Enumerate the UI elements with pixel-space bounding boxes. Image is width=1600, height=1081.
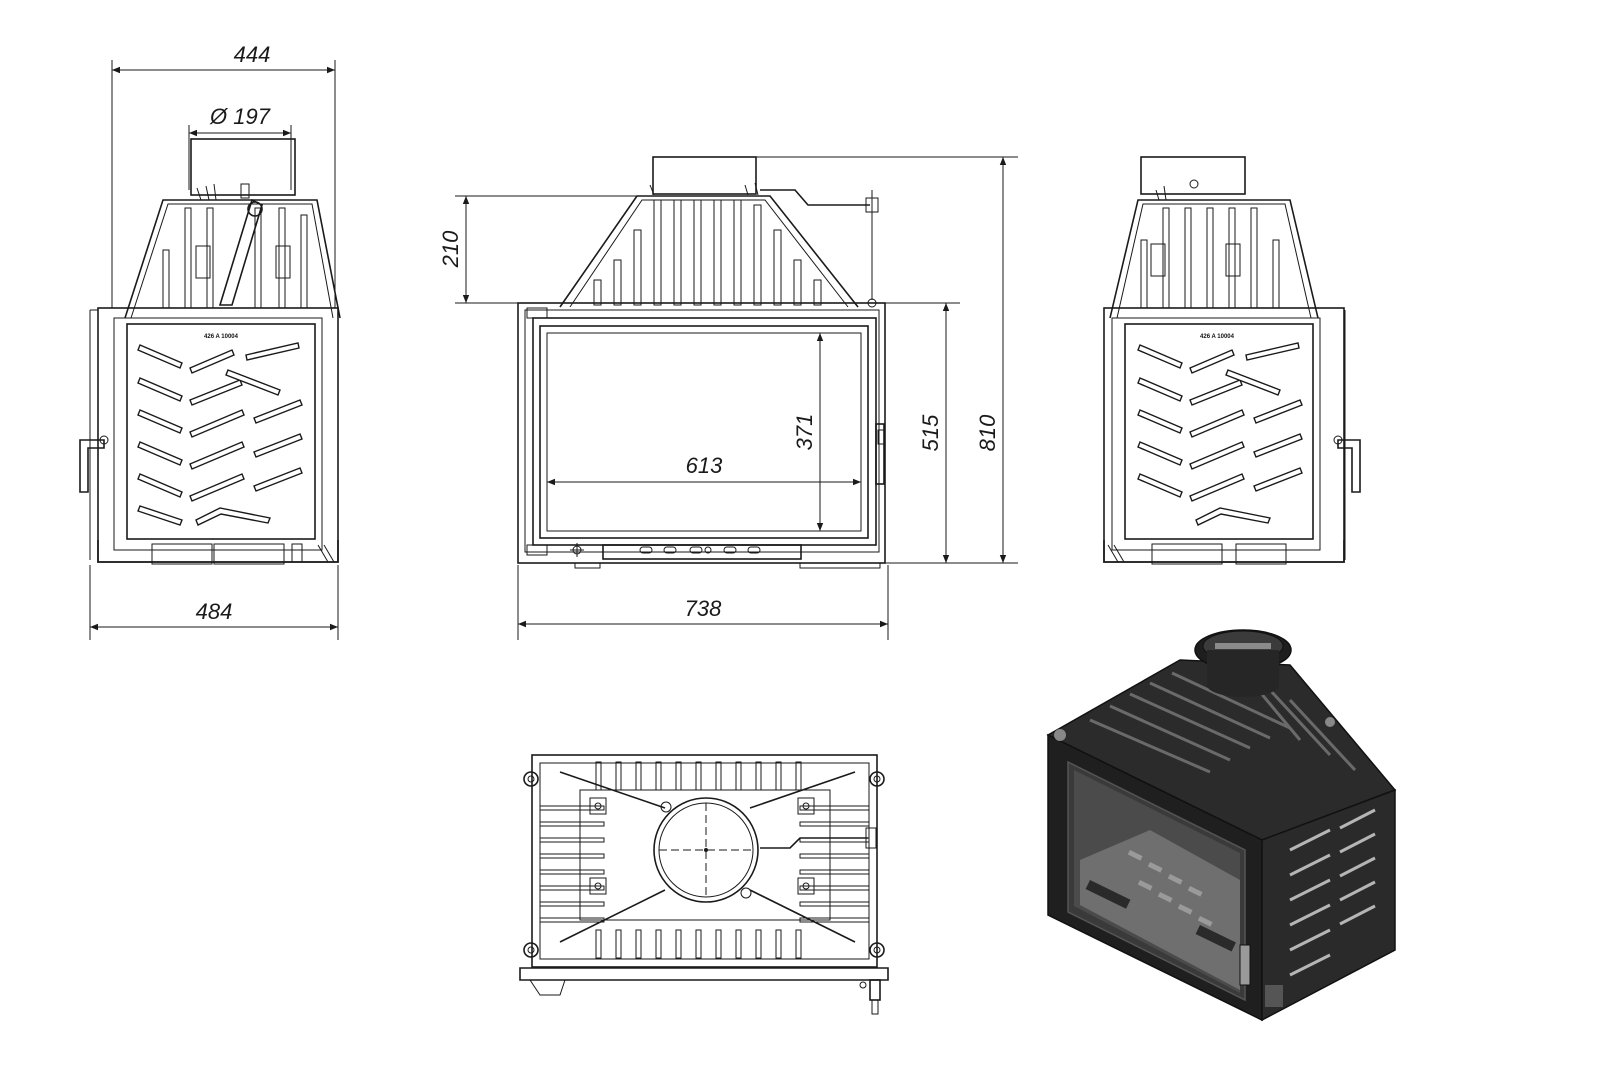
dimension-484: 484 — [89, 565, 339, 640]
right-side-view: 426 A 10004 — [1103, 156, 1361, 565]
dim-text-484: 484 — [196, 599, 233, 624]
dim-text-371: 371 — [792, 414, 817, 451]
dim-text-810: 810 — [975, 414, 1000, 451]
front-view: 738 613 371 210 515 810 — [438, 156, 1018, 640]
left-side-view: 426 A 10004 444 — [79, 42, 341, 640]
dim-text-738: 738 — [685, 596, 722, 621]
chevron-pattern-left — [137, 342, 303, 526]
dimension-738: 738 — [517, 565, 889, 640]
dim-text-515: 515 — [918, 414, 943, 451]
dim-text-210: 210 — [438, 230, 463, 268]
dimension-210: 210 — [438, 195, 640, 304]
dimension-515: 515 — [885, 302, 960, 564]
plate-label-left: 426 A 10004 — [204, 334, 239, 340]
dim-text-197: Ø 197 — [209, 104, 271, 129]
chevron-pattern-right — [1137, 342, 1303, 526]
dimension-444: 444 — [111, 42, 336, 308]
dim-text-613: 613 — [686, 453, 723, 478]
dimension-810: 810 — [756, 156, 1018, 564]
isometric-view — [1046, 629, 1397, 1022]
top-view — [519, 754, 889, 1015]
dimension-flue-197: Ø 197 — [188, 104, 292, 190]
dim-text-444: 444 — [234, 42, 271, 67]
dimension-371: 371 — [792, 333, 824, 531]
plate-label-right: 426 A 10004 — [1200, 334, 1235, 340]
dimension-613: 613 — [547, 453, 861, 486]
